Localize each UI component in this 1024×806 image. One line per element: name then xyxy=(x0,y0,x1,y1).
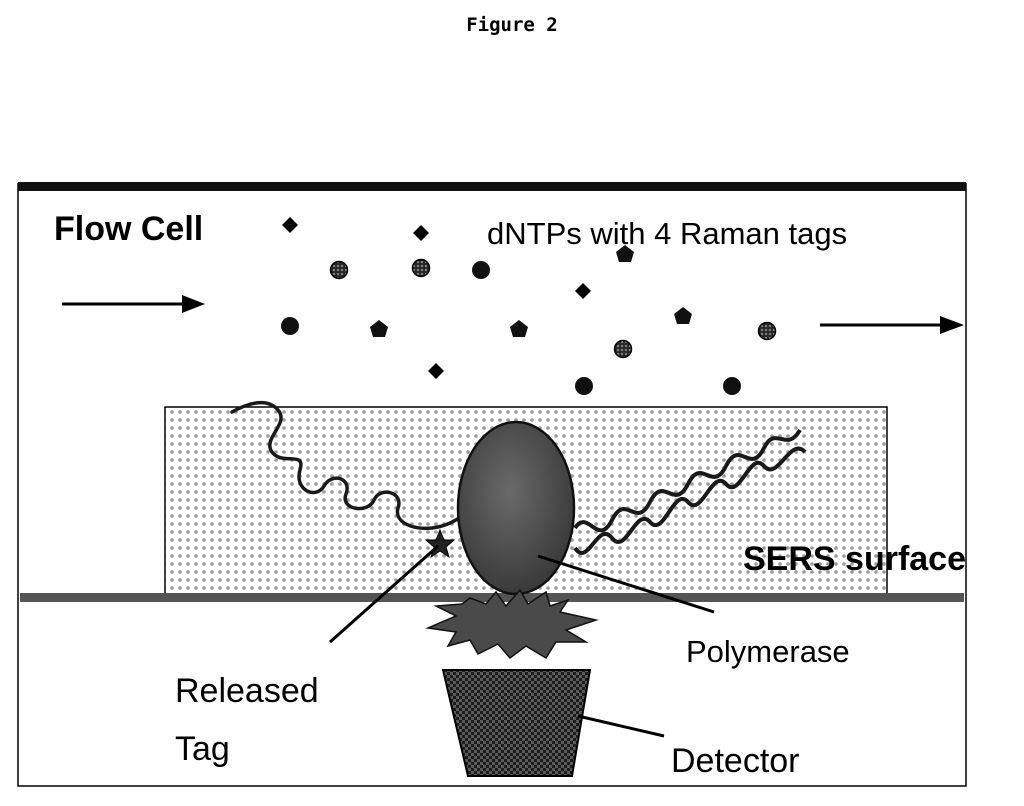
dntp-diamond xyxy=(413,225,429,241)
dntp-pentagon xyxy=(674,307,692,324)
dntp-pentagon xyxy=(616,245,634,262)
template-dna-strand xyxy=(230,400,468,531)
released-tag-leader-line xyxy=(329,544,439,644)
polymerase-label: Polymerase xyxy=(686,634,850,669)
helix-strand-b xyxy=(573,446,807,555)
dntp-circle xyxy=(575,377,593,395)
dntp-circle xyxy=(472,261,490,279)
flow-out-arrow xyxy=(820,316,964,334)
dntp-dotted-circle xyxy=(757,321,777,341)
flow-cell-label: Flow Cell xyxy=(54,210,203,248)
flow-in-arrow xyxy=(62,295,205,313)
dntp-circle xyxy=(723,377,741,395)
dntp-pentagon xyxy=(510,320,528,337)
detector-leader-line xyxy=(577,714,665,738)
figure-title: Figure 2 xyxy=(466,14,558,36)
dntp-diamond xyxy=(575,283,591,299)
dntp-dotted-circle xyxy=(411,258,431,278)
polymerase xyxy=(456,420,576,596)
dntp-diamond xyxy=(428,363,444,379)
detector-label: Detector xyxy=(671,742,800,780)
dntps-label: dNTPs with 4 Raman tags xyxy=(487,216,847,251)
dntp-dotted-circle xyxy=(329,260,349,280)
released-tag-star xyxy=(424,528,456,559)
dntp-circle xyxy=(281,317,299,335)
helix-strand-a xyxy=(573,428,802,533)
signal-burst xyxy=(425,588,599,660)
dntp-molecules xyxy=(281,217,777,395)
dntp-dotted-circle xyxy=(613,339,633,359)
released-tag-label-line1: Released xyxy=(175,672,319,710)
dntp-pentagon xyxy=(370,320,388,337)
released-tag-label-line2: Tag xyxy=(175,730,230,768)
sers-surface-label: SERS surface xyxy=(743,540,966,578)
polymerase-leader-line xyxy=(537,554,715,614)
detector xyxy=(441,669,592,777)
dntp-diamond xyxy=(282,217,298,233)
flow-cell-top-wall xyxy=(18,182,966,191)
